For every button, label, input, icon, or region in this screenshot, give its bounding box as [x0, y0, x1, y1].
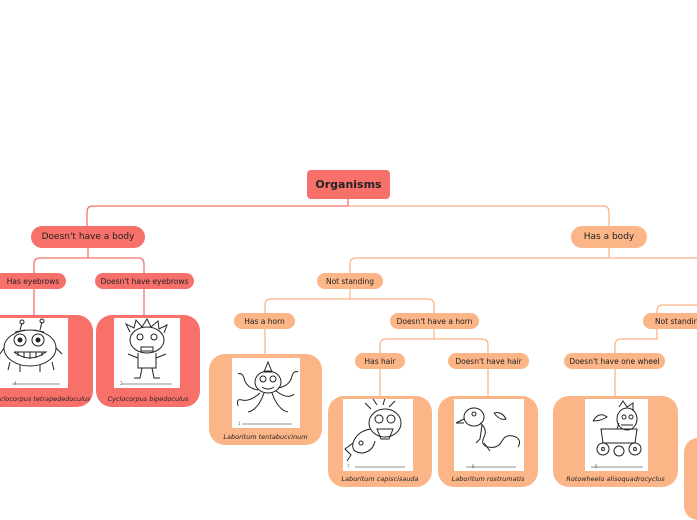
sketch-number: 7 — [347, 464, 350, 469]
node-label: Has hair — [364, 356, 396, 366]
node-label: Doesn't have one wheel — [569, 356, 660, 366]
caption-tetrapededoculus: clocorpus tetrapededoculus — [0, 395, 91, 403]
card-partial-offscreen[interactable] — [684, 438, 697, 520]
node-label: Doesn't have hair — [455, 356, 522, 366]
node-doesnt-have-eyebrows[interactable]: Doesn't have eyebrows — [95, 273, 194, 289]
creature-sketch-icon — [122, 318, 172, 385]
root-label: Organisms — [315, 178, 382, 191]
sketch-number: 6 — [472, 464, 475, 469]
node-label: Not standing — [655, 316, 697, 326]
sketch-number: 4 — [14, 381, 17, 386]
sketch-number: 1 — [238, 421, 241, 426]
node-doesnt-have-one-wheel[interactable]: Doesn't have one wheel — [564, 353, 665, 369]
root-node-organisms[interactable]: Organisms — [307, 170, 390, 199]
node-not-standing[interactable]: Not standing — [317, 273, 383, 289]
fish-sketch-icon — [344, 399, 405, 468]
octopus-sketch-icon — [237, 360, 299, 425]
caption-bipedoculus: Cyclocorpus bipedoculus — [107, 395, 189, 403]
organism-image-tentabuccinum: 1 — [232, 358, 300, 428]
node-doesnt-have-body[interactable]: Doesn't have a body — [31, 226, 145, 248]
node-label: Not standing — [325, 276, 375, 286]
sketch-number: 5 — [595, 464, 598, 469]
node-has-hair[interactable]: Has hair — [355, 353, 405, 369]
organism-image-alisoquadrocyclus: 5 — [585, 399, 648, 471]
organism-image-tetrapededoculus: 4 — [0, 318, 68, 388]
organism-image-capiscisauda: 7 — [343, 399, 413, 471]
node-not-standing-2[interactable]: Not standing — [643, 313, 697, 329]
node-has-eyebrows[interactable]: Has eyebrows — [0, 273, 66, 289]
node-label: Doesn't have eyebrows — [100, 276, 189, 286]
caption-rostrumatis: Laboritum rostrumatis — [451, 475, 525, 483]
caption-alisoquadrocyclus: Rotowheelo alisoquadrocyclus — [566, 475, 665, 483]
node-doesnt-have-horn[interactable]: Doesn't have a horn — [390, 313, 479, 329]
wheeled-creature-sketch-icon — [591, 400, 643, 468]
sketch-number: 2 — [120, 381, 123, 386]
node-label: Has a body — [583, 232, 635, 242]
node-label: Has a horn — [244, 316, 285, 326]
caption-capiscisauda: Laboritum capiscisauda — [341, 475, 419, 483]
node-label: Has eyebrows — [6, 276, 60, 286]
caption-tentabuccinum: Laboritum tentabuccinum — [223, 433, 308, 441]
node-has-body[interactable]: Has a body — [571, 226, 647, 248]
organism-image-bipedoculus: 2 — [114, 318, 180, 388]
organism-image-rostrumatis: 6 — [454, 399, 524, 471]
node-label: Doesn't have a body — [41, 232, 135, 242]
monster-sketch-icon — [0, 318, 63, 385]
node-doesnt-have-hair[interactable]: Doesn't have hair — [448, 353, 529, 369]
node-label: Doesn't have a horn — [396, 316, 473, 326]
node-has-horn[interactable]: Has a horn — [234, 313, 295, 329]
worm-sketch-icon — [455, 407, 521, 468]
